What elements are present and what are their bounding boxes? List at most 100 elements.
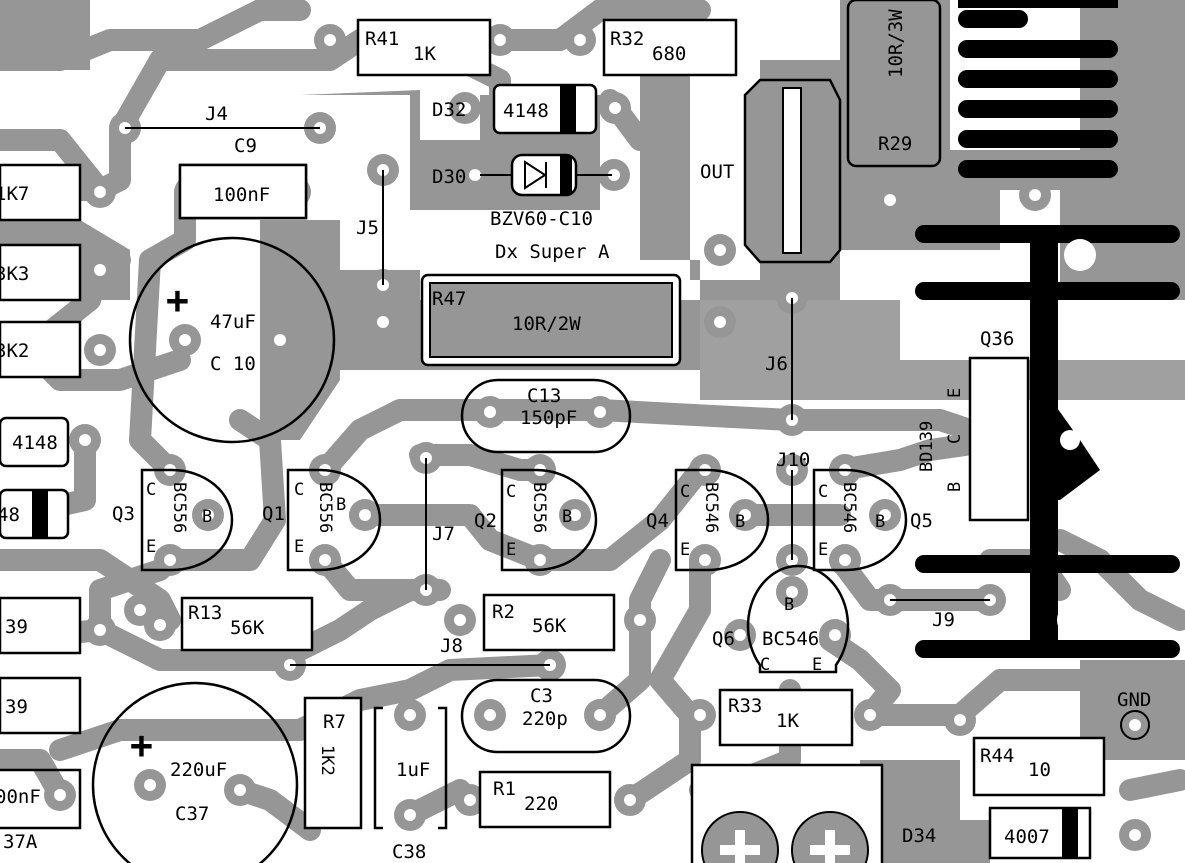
r13-value: 56K bbox=[230, 617, 265, 639]
resistor-r1 bbox=[478, 770, 612, 829]
d30-value: BZV60-C10 bbox=[490, 208, 593, 230]
drill-hole bbox=[574, 34, 586, 46]
c9-label: C9 bbox=[234, 135, 257, 157]
drill-hole bbox=[734, 629, 746, 641]
part-1k7 bbox=[0, 163, 82, 222]
d30-label: D30 bbox=[432, 166, 466, 188]
part-3k2 bbox=[0, 320, 82, 379]
c9-value: 100nF bbox=[213, 184, 270, 206]
j5-label: J5 bbox=[356, 217, 379, 239]
resistor-r44 bbox=[972, 736, 1106, 797]
c37-plus-sign: + bbox=[130, 723, 153, 767]
c3-value: 220p bbox=[522, 708, 568, 730]
drill-hole bbox=[469, 169, 481, 181]
q2-type: BC556 bbox=[529, 482, 549, 533]
drill-hole bbox=[94, 186, 106, 198]
q6-type: BC546 bbox=[762, 628, 819, 650]
drill-hole bbox=[404, 809, 416, 821]
r47-value: 10R/2W bbox=[512, 313, 581, 335]
d34-value: 4007 bbox=[1004, 826, 1050, 848]
capacitor-c3-outline bbox=[460, 678, 632, 754]
q6-pin-e: E bbox=[812, 655, 822, 675]
resistor-r2 bbox=[482, 593, 616, 652]
drill-hole bbox=[714, 316, 726, 328]
drill-hole bbox=[594, 709, 606, 721]
q4-label: Q4 bbox=[646, 510, 669, 532]
part-4148 bbox=[0, 416, 70, 468]
part-3k3 bbox=[0, 243, 82, 302]
drill-hole bbox=[164, 554, 176, 566]
q6-pin-b: B bbox=[784, 595, 794, 615]
r44-value: 10 bbox=[1028, 759, 1051, 781]
q5-pin-e: E bbox=[818, 540, 828, 560]
left-00nf: 00nF bbox=[0, 786, 41, 808]
j7-label: J7 bbox=[432, 523, 455, 545]
r1-value: 220 bbox=[524, 793, 558, 815]
board-name: Dx Super A bbox=[495, 241, 610, 263]
resistor-r32 bbox=[602, 18, 738, 77]
drill-hole bbox=[954, 714, 966, 726]
resistor-r7 bbox=[303, 696, 363, 830]
q3-pin-c: C bbox=[146, 480, 156, 500]
drill-hole bbox=[786, 586, 798, 598]
q36-pin-c: C bbox=[945, 434, 965, 444]
drill-hole bbox=[714, 244, 726, 256]
transistor-q1-body bbox=[286, 468, 382, 572]
jumpers bbox=[125, 127, 990, 666]
drill-hole bbox=[634, 614, 646, 626]
r33-label: R33 bbox=[728, 695, 762, 717]
resistor-r13 bbox=[180, 596, 314, 652]
transistor-q2-body bbox=[500, 468, 598, 572]
drill-hole bbox=[694, 709, 706, 721]
c13-value: 150pF bbox=[520, 407, 577, 429]
q3-pin-b: B bbox=[202, 507, 212, 527]
r2-label: R2 bbox=[492, 601, 515, 623]
capacitor-c38-outline bbox=[373, 706, 448, 830]
q2-pin-c: C bbox=[506, 482, 516, 502]
r7-label: R7 bbox=[323, 711, 346, 733]
transistor-q3-body bbox=[140, 468, 234, 572]
drill-hole bbox=[569, 509, 581, 521]
j10-label: J10 bbox=[776, 449, 810, 471]
q4-pin-e: E bbox=[680, 540, 690, 560]
q4-pin-c: C bbox=[680, 482, 690, 502]
transistor-q6-body bbox=[746, 564, 850, 674]
left-4148: 4148 bbox=[12, 432, 58, 454]
r33-value: 1K bbox=[776, 710, 799, 732]
drill-hole bbox=[54, 789, 66, 801]
j8-label: J8 bbox=[440, 635, 463, 657]
left-37a: 37A bbox=[3, 831, 38, 853]
q1-pin-c: C bbox=[294, 480, 304, 500]
drill-hole bbox=[699, 554, 711, 566]
left-48: 48 bbox=[0, 504, 20, 526]
q36-label: Q36 bbox=[980, 328, 1014, 350]
drill-hole bbox=[144, 779, 156, 791]
silkscreen-labels: R41 1K R32 680 10R/3W R29 D32 4148 D30 B… bbox=[0, 9, 1151, 863]
drill-hole bbox=[484, 709, 496, 721]
q5-pin-b: B bbox=[875, 512, 885, 532]
drill-hole bbox=[359, 509, 371, 521]
left-39b: 39 bbox=[5, 696, 28, 718]
drill-hole bbox=[1029, 189, 1041, 201]
resistor-r41 bbox=[356, 18, 492, 77]
c37-value: 220uF bbox=[170, 759, 227, 781]
q4-type: BC546 bbox=[701, 482, 721, 533]
c10-label: C 10 bbox=[210, 353, 256, 375]
drill-hole bbox=[134, 604, 146, 616]
drill-hole bbox=[609, 102, 621, 114]
r2-value: 56K bbox=[532, 615, 567, 637]
c37-label: C37 bbox=[175, 803, 209, 825]
j9-label: J9 bbox=[932, 609, 955, 631]
q36-pin-b: B bbox=[945, 482, 965, 492]
c38-label: C38 bbox=[392, 841, 426, 863]
r41-value: 1K bbox=[413, 43, 436, 65]
drill-hole bbox=[624, 794, 636, 806]
drill-hole bbox=[154, 619, 166, 631]
left-1k7: 1K7 bbox=[0, 183, 29, 205]
part-00nf bbox=[0, 768, 82, 830]
r29-value: 10R/3W bbox=[885, 9, 907, 78]
capacitor-c37-outline bbox=[91, 681, 299, 863]
r32-label: R32 bbox=[610, 28, 644, 50]
q2-label: Q2 bbox=[474, 510, 497, 532]
